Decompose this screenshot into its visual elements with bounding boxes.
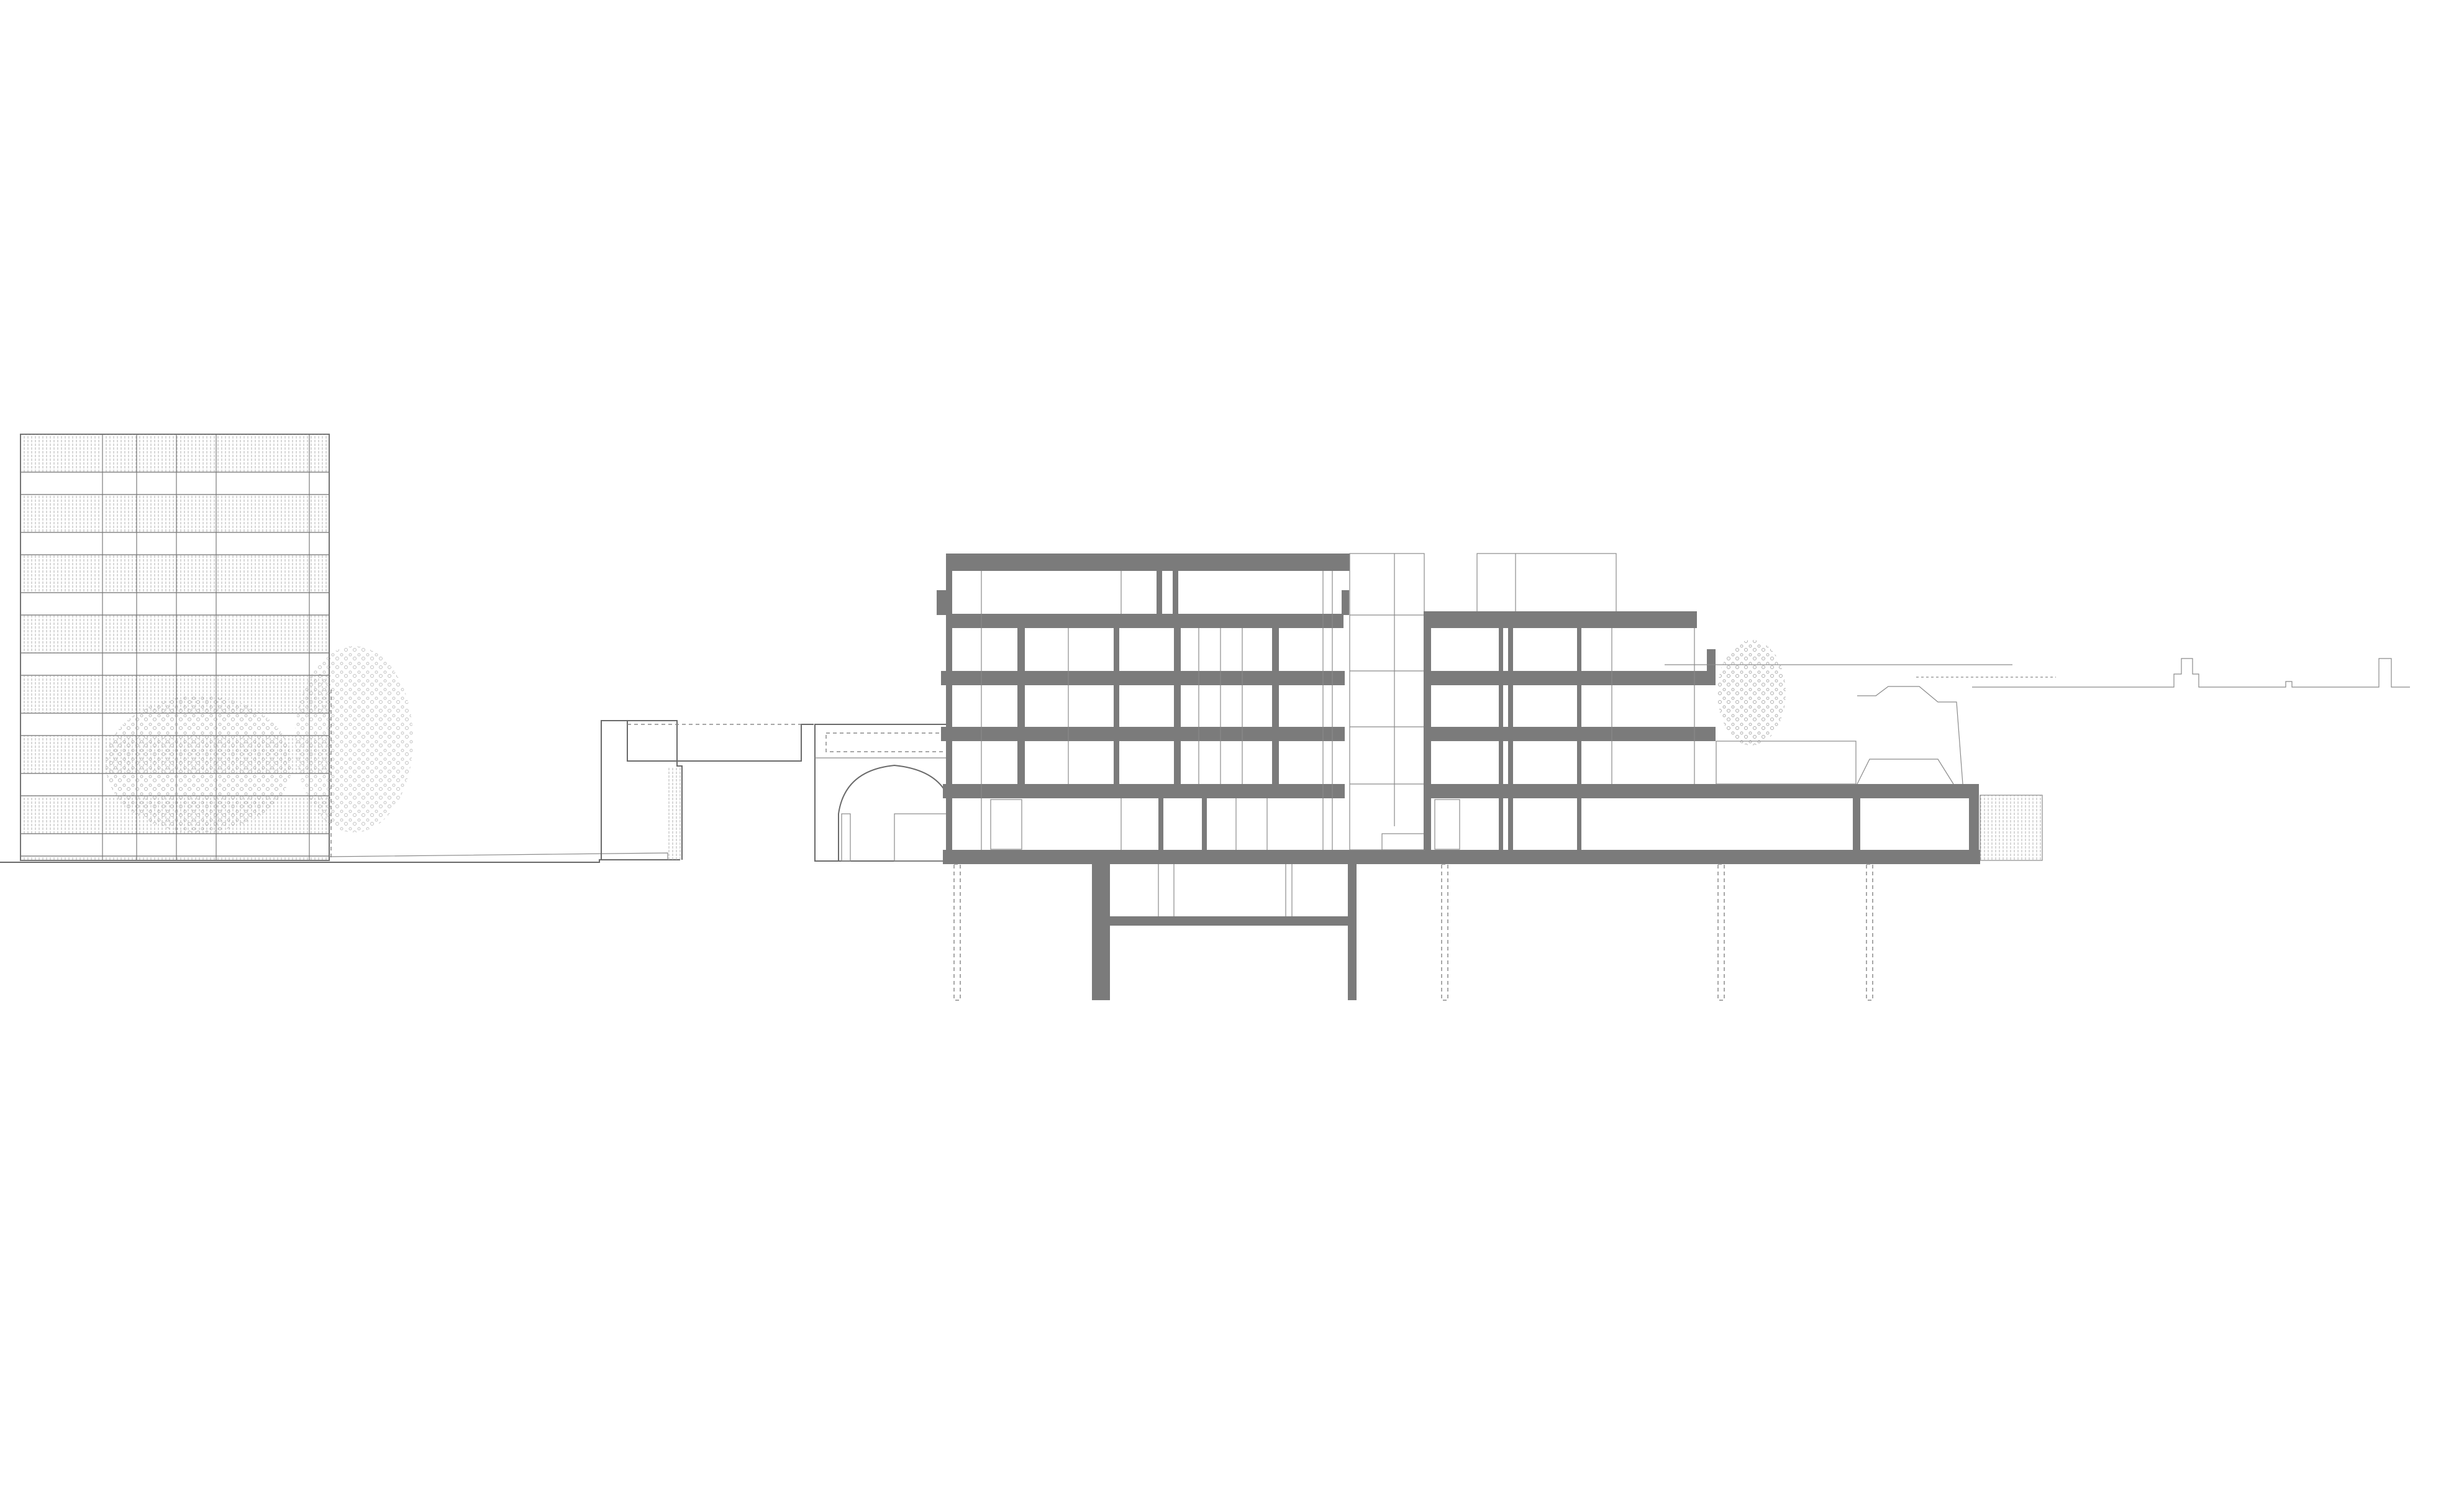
- foundation-piles: [953, 864, 1873, 1001]
- fence: [1980, 795, 2043, 861]
- roof-slab: [1424, 611, 1697, 628]
- tower-elevation: [20, 434, 330, 861]
- main-block-section: [937, 554, 1980, 864]
- ground-slab: [943, 850, 1980, 864]
- tree-canopy: [106, 696, 292, 832]
- facade-window-band: [20, 532, 330, 555]
- facade-panel-band: [20, 494, 330, 533]
- facade-panel-band: [20, 855, 330, 861]
- facade-panel-band: [20, 614, 330, 654]
- tree-canopy-right: [1717, 640, 1786, 745]
- right-block-section: [1424, 611, 2056, 864]
- facade-window-band: [20, 833, 330, 857]
- trees-left: [106, 646, 413, 857]
- boundary-wall: [601, 720, 814, 860]
- facade-window-band: [20, 592, 330, 616]
- roof-slab: [946, 554, 1350, 571]
- facade-window-band: [20, 652, 330, 676]
- floor-slab: [946, 614, 1343, 628]
- distant-skyline: [1972, 658, 2410, 688]
- facade-panel-band: [20, 554, 330, 593]
- floor-slab: [941, 727, 1345, 741]
- circulation-core: [1349, 553, 1617, 850]
- basement-section: [1092, 864, 1357, 1000]
- floor-slab: [943, 784, 1345, 798]
- floor-slab: [941, 671, 1345, 685]
- facade-panel-band: [20, 434, 330, 473]
- tree-canopy: [295, 646, 413, 832]
- railway-arch: [814, 724, 952, 862]
- facade-window-band: [20, 472, 330, 495]
